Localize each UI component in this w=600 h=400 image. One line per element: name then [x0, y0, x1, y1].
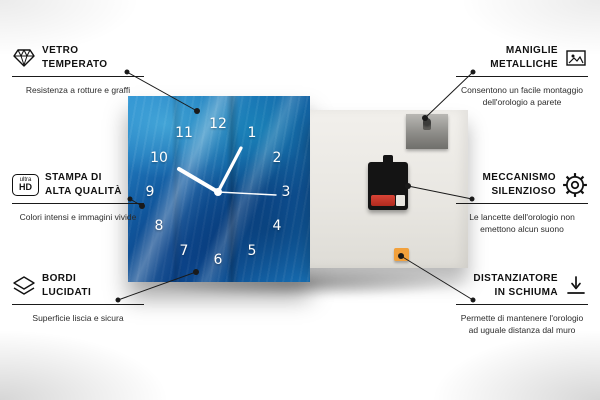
- clock-number: 7: [179, 243, 189, 259]
- clock-mechanism: [368, 155, 408, 210]
- callout-title: MECCANISMO SILENZIOSO: [482, 172, 556, 197]
- callout-title: BORDI LUCIDATI: [42, 273, 92, 298]
- diamond-icon: [12, 46, 36, 70]
- gear-icon: [562, 172, 588, 198]
- metal-hanger-plate: [406, 114, 448, 149]
- callout-silent-mechanism: MECCANISMO SILENZIOSO: [456, 171, 588, 236]
- clock-number: 11: [175, 125, 193, 141]
- callout-description: Permette di mantenere l'orologio ad ugua…: [460, 313, 584, 336]
- polished-edges-icon: [12, 274, 36, 298]
- callout-title: STAMPA DI ALTA QUALITÀ: [45, 172, 122, 197]
- callout-description: Superficie liscia e sicura: [32, 313, 124, 323]
- picture-frame-icon: [564, 46, 588, 70]
- callout-tempered-glass: VETRO TEMPERATO Resistenza a rotture e g…: [12, 44, 144, 96]
- callout-metal-handles: MANIGLIE METALLICHE Consentono un facile…: [456, 44, 588, 109]
- clock-number: 9: [145, 184, 155, 200]
- callout-high-quality-print: ultra HD STAMPA DI ALTA QUALITÀ Colori i…: [12, 171, 144, 223]
- callout-foam-spacer: DISTANZIATORE IN SCHIUMA Permette di man…: [456, 272, 588, 337]
- callout-description: Consentono un facile montaggio dell'orol…: [461, 85, 583, 108]
- ultra-hd-icon-label: ultra: [19, 177, 32, 183]
- foam-spacer: [394, 248, 409, 261]
- clock-number: 8: [154, 218, 164, 234]
- mechanism-label: [396, 195, 405, 206]
- callout-title: MANIGLIE METALLICHE: [490, 45, 558, 70]
- callout-title: DISTANZIATORE IN SCHIUMA: [473, 273, 558, 298]
- callout-description: Resistenza a rotture e graffi: [25, 85, 131, 95]
- clock-number: 12: [209, 116, 227, 132]
- callout-description: Colori intensi e immagini vivide: [19, 212, 137, 222]
- clock-front-panel: 12 1 2 3 4 5 6 7 8 9 10 11: [128, 96, 310, 282]
- clock-number: 5: [247, 243, 257, 259]
- clock-number: 6: [213, 252, 223, 268]
- spacer-arrow-icon: [564, 274, 588, 298]
- callout-title: VETRO TEMPERATO: [42, 45, 108, 70]
- clock-number: 1: [247, 125, 257, 141]
- ultra-hd-icon: ultra HD: [12, 173, 39, 196]
- battery: [371, 195, 395, 206]
- clock-number: 10: [150, 150, 168, 166]
- clock-back-panel: [310, 110, 468, 268]
- clock-hands: [177, 146, 277, 196]
- clock-number: 3: [281, 184, 291, 200]
- callout-polished-edges: BORDI LUCIDATI Superficie liscia e sicur…: [12, 272, 144, 324]
- clock-number: 4: [272, 218, 282, 234]
- ultra-hd-icon-label: HD: [19, 182, 32, 192]
- clock-number: 2: [272, 150, 282, 166]
- callout-description: Le lancette dell'orologio non emettono a…: [469, 212, 575, 235]
